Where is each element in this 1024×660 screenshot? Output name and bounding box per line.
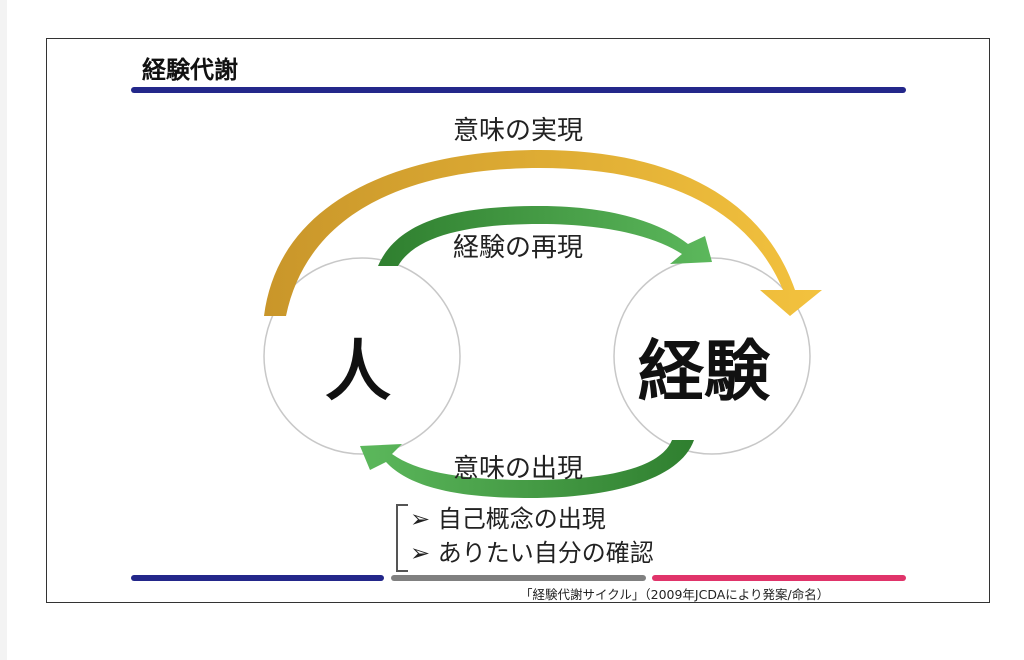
outer-gold-arrow [264, 150, 822, 316]
label-experience-reproduction: 経験の再現 [453, 233, 584, 263]
bullet-item: ➢ ありたい自分の確認 [410, 539, 654, 567]
bullet-bracket [396, 504, 408, 572]
arrow-bullet-icon: ➢ [410, 505, 431, 533]
node-experience: 経験 [638, 333, 770, 410]
experience-circle [613, 257, 811, 455]
label-meaning-realization: 意味の実現 [453, 116, 584, 146]
source-caption: 「経験代謝サイクル」（2009年JCDAにより発案/命名） [520, 587, 830, 602]
slide-frame [46, 38, 990, 603]
label-meaning-emergence: 意味の出現 [453, 454, 584, 484]
footer-bar-pink [652, 575, 906, 581]
footer-bar-navy [131, 575, 384, 581]
arrow-bullet-icon: ➢ [410, 539, 431, 567]
person-circle [263, 257, 461, 455]
bullet-item: ➢ 自己概念の出現 [410, 505, 606, 533]
bullet-list: ➢ 自己概念の出現 ➢ ありたい自分の確認 [396, 502, 654, 570]
node-person: 人 [325, 333, 391, 410]
inner-top-green-arrow [378, 206, 712, 266]
title-underline [131, 87, 906, 93]
slide-title: 経験代謝 [142, 56, 238, 84]
footer-bar-gray [391, 575, 646, 581]
left-edge-strip [0, 0, 7, 660]
bottom-green-arrow [360, 440, 694, 498]
